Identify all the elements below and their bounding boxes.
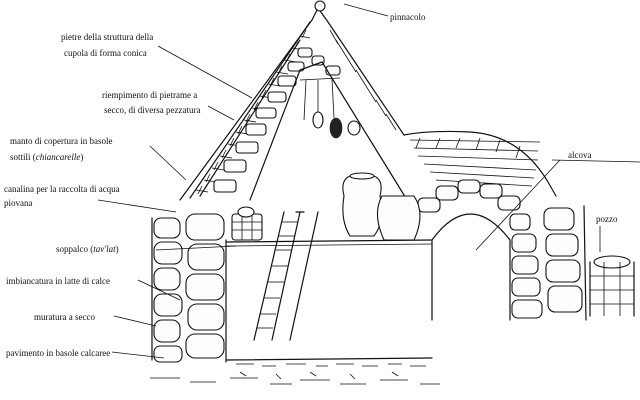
label-canalina-1: canalina per la raccolta di acqua [4,184,120,194]
leader-lines [97,3,640,359]
label-pozzo: pozzo [596,214,618,224]
inner-stones [213,47,341,193]
label-pietre-2: cupola di forma conica [64,48,147,58]
label-pavimento: pavimento in basole calcaree [6,348,110,358]
ladder [253,211,319,341]
labels: pinnacolo pietre della struttura della c… [4,12,618,358]
label-riempimento-1: riempimento di pietrame a [102,90,197,100]
label-pinnacolo: pinnacolo [390,12,426,22]
pinnacle-knob [314,0,326,12]
label-manto-1: manto di copertura in basole [10,136,112,146]
hanging-utensils [299,77,361,139]
left-wall [151,206,263,363]
loft-floor-line [225,239,433,243]
label-manto-2: sottili (chiancarelle) [10,152,83,162]
floor [150,357,440,385]
well [589,255,635,317]
label-pietre-1: pietre della struttura della [61,32,153,42]
label-alcova: alcova [568,150,591,160]
label-muratura: muratura a secco [34,312,95,322]
label-canalina-2: piovana [4,198,33,208]
label-soppalco: soppalco (tav'lat) [56,244,119,254]
roof-slabs-hatching [195,29,311,195]
label-imbiancatura: imbiancatura in latte di calce [6,276,110,286]
jars [342,172,421,241]
conical-roof [179,0,405,201]
label-riempimento-2: secco, di diversa pezzatura [104,105,200,115]
alcove-arch [417,179,587,321]
alcove-roof [403,130,557,197]
